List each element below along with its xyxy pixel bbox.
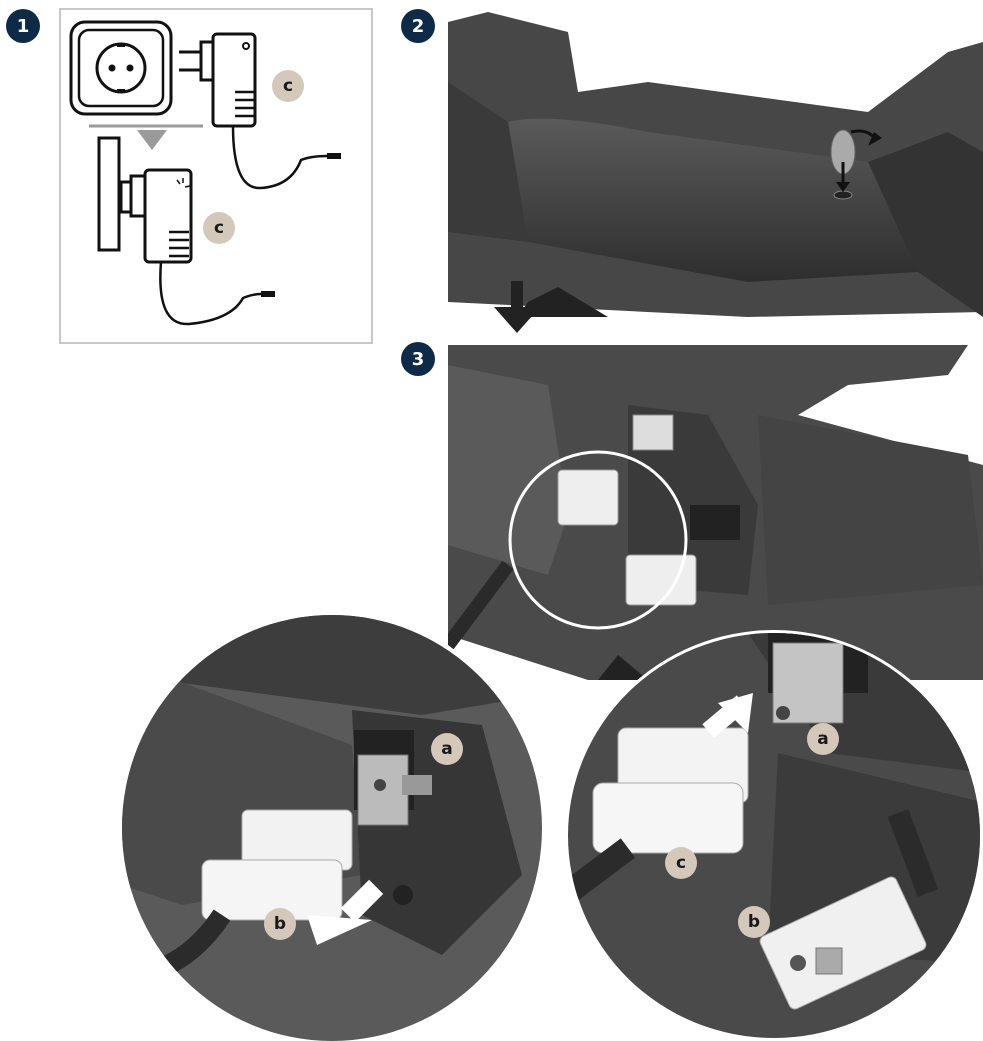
connector-a [772,642,844,724]
label-a-right: a [807,723,839,755]
charger-panel [59,8,373,344]
connector-panel [448,345,983,680]
seat-panel [448,12,983,317]
connector-a [357,754,432,826]
connector-b-socket [759,876,927,1010]
detail-circle-right [565,630,983,1041]
pull-arrow-icon [307,915,372,945]
label-c-bottom: c [203,212,235,244]
plug-in-detail-illustration [568,633,980,1010]
label-c-top: c [272,70,304,102]
connector-c-plug [592,727,749,854]
connector-b-plug [201,809,353,921]
step-3-badge: 3 [401,342,435,376]
charger-plug-icon [179,32,341,190]
charger-illustration [69,20,341,326]
detail-circle-left [122,615,542,1041]
key-turn-icon [830,129,882,192]
wall-socket-icon [69,20,173,116]
seat-illustration [448,12,983,317]
step-2-badge: 2 [401,9,435,43]
label-a-left: a [431,733,463,765]
connector-overview-illustration [448,345,983,680]
label-b-left: b [264,908,296,940]
step-1-badge: 1 [6,9,40,43]
unplug-detail-illustration [122,615,542,985]
label-b-right: b [738,906,770,938]
label-c-right: c [665,847,697,879]
down-arrow-icon [137,130,167,150]
plugged-charger-icon [97,136,275,326]
down-arrow-icon [494,281,540,333]
